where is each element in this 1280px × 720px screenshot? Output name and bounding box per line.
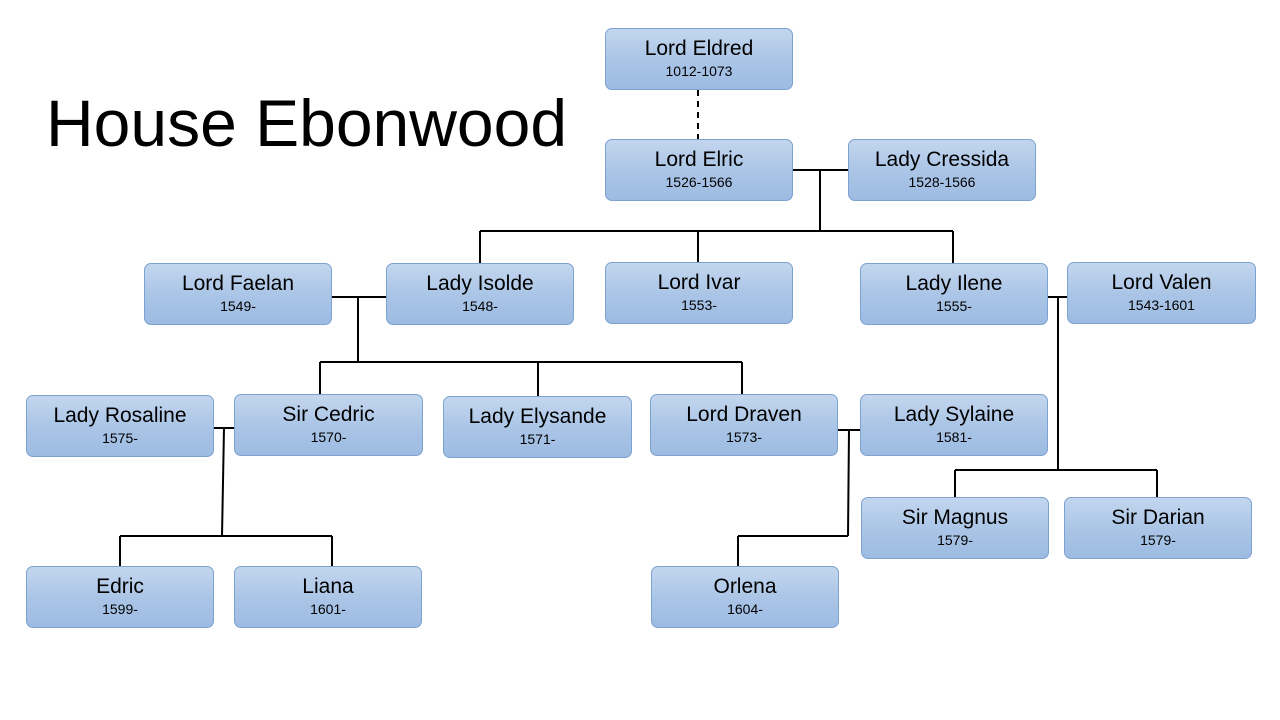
person-box-lady-sylaine: Lady Sylaine 1581- (860, 394, 1048, 456)
person-name: Sir Cedric (282, 403, 375, 426)
person-years: 1553- (681, 297, 717, 313)
person-years: 1571- (519, 431, 556, 447)
person-name: Lady Sylaine (893, 403, 1015, 426)
person-years: 1548- (462, 298, 498, 314)
person-name: Lady Cressida (874, 148, 1010, 171)
person-years: 1599- (102, 601, 138, 617)
person-name: Sir Magnus (901, 506, 1009, 529)
person-box-lord-draven: Lord Draven 1573- (650, 394, 838, 456)
descent-line-draven (847, 429, 850, 537)
person-years: 1570- (310, 429, 347, 445)
person-box-lord-ivar: Lord Ivar 1553- (605, 262, 793, 324)
page-title: House Ebonwood (46, 86, 568, 160)
person-years: 1526-1566 (665, 174, 733, 190)
person-box-lord-faelan: Lord Faelan 1549- (144, 263, 332, 325)
person-name: Liana (302, 575, 354, 598)
person-years: 1012-1073 (665, 63, 733, 79)
person-years: 1581- (936, 429, 972, 445)
person-box-lady-ilene: Lady Ilene 1555- (860, 263, 1048, 325)
person-name: Orlena (713, 575, 777, 598)
person-years: 1549- (220, 298, 256, 314)
person-years: 1604- (727, 601, 763, 617)
person-box-lady-isolde: Lady Isolde 1548- (386, 263, 574, 325)
person-name: Lord Draven (686, 403, 802, 426)
person-box-lady-elysande: Lady Elysande 1571- (443, 396, 632, 458)
person-years: 1528-1566 (908, 174, 976, 190)
person-box-sir-cedric: Sir Cedric 1570- (234, 394, 423, 456)
person-name: Lady Rosaline (53, 404, 187, 427)
person-box-edric: Edric 1599- (26, 566, 214, 628)
person-name: Lord Eldred (644, 37, 754, 60)
person-years: 1543-1601 (1128, 297, 1195, 313)
person-name: Lord Faelan (181, 272, 295, 295)
person-years: 1575- (102, 430, 138, 446)
person-box-sir-magnus: Sir Magnus 1579- (861, 497, 1049, 559)
person-name: Lord Ivar (657, 271, 741, 294)
person-name: Lord Valen (1111, 271, 1212, 294)
person-box-lord-eldred: Lord Eldred 1012-1073 (605, 28, 793, 90)
person-box-orlena: Orlena 1604- (651, 566, 839, 628)
person-box-liana: Liana 1601- (234, 566, 422, 628)
person-years: 1555- (936, 298, 972, 314)
descent-line-cedric (221, 427, 225, 537)
person-years: 1579- (937, 532, 973, 548)
person-years: 1601- (310, 601, 346, 617)
person-name: Lady Elysande (468, 405, 607, 428)
person-box-lady-cressida: Lady Cressida 1528-1566 (848, 139, 1036, 201)
person-box-lady-rosaline: Lady Rosaline 1575- (26, 395, 214, 457)
person-years: 1573- (726, 429, 762, 445)
person-box-sir-darian: Sir Darian 1579- (1064, 497, 1252, 559)
person-name: Lord Elric (654, 148, 744, 171)
person-box-lord-valen: Lord Valen 1543-1601 (1067, 262, 1256, 324)
person-name: Sir Darian (1111, 506, 1205, 529)
person-name: Edric (96, 575, 144, 598)
person-name: Lady Ilene (905, 272, 1003, 295)
person-years: 1579- (1140, 532, 1176, 548)
person-box-lord-elric: Lord Elric 1526-1566 (605, 139, 793, 201)
person-name: Lady Isolde (426, 272, 534, 295)
